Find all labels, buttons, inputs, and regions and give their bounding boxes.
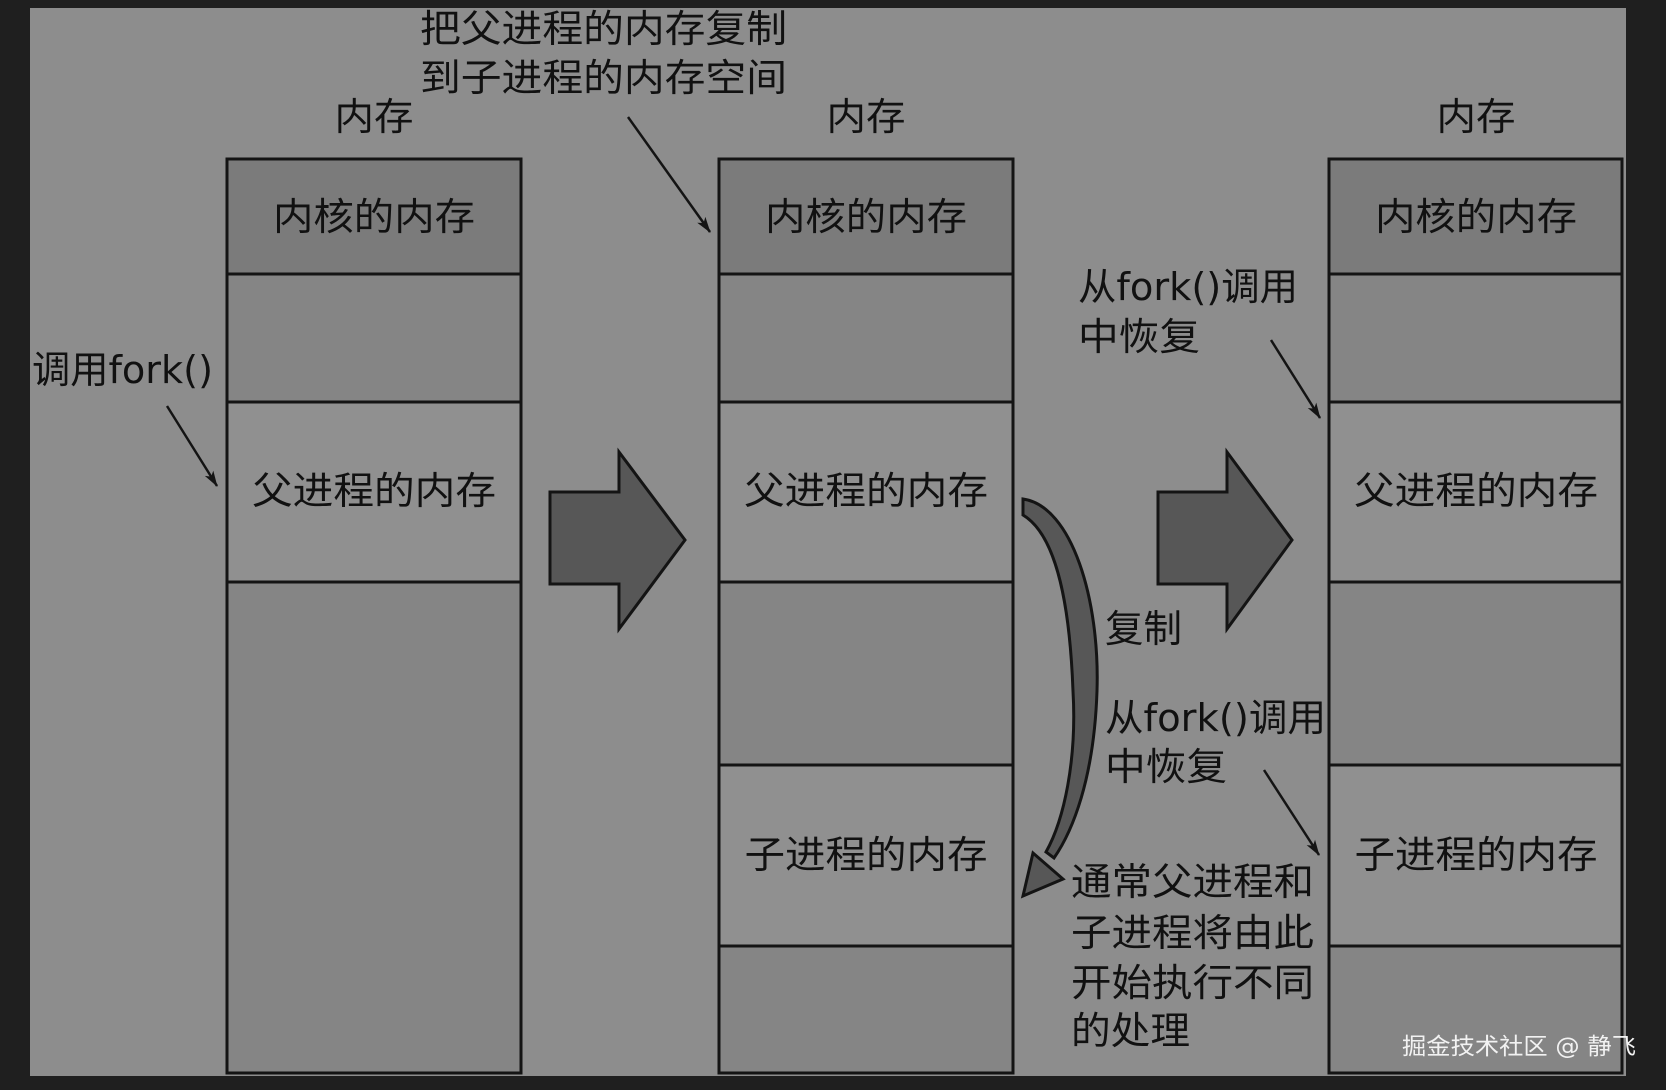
stage-arrow-2: [1156, 447, 1294, 634]
copy-curved-arrow: [1020, 497, 1099, 899]
parent-memory-box: [717, 400, 1015, 584]
diverge-note-line-4: 的处理: [1071, 1009, 1190, 1053]
parent-memory-label: 父进程的内存: [744, 469, 988, 513]
copy-curve-body: [1021, 497, 1099, 861]
watermark: 掘金技术社区 @ 静飞: [1402, 1034, 1636, 1060]
memory-header: 内存: [335, 95, 414, 139]
diverge-note-line-1: 通常父进程和: [1071, 860, 1314, 904]
empty-memory-region: [225, 272, 523, 404]
empty-memory-region: [225, 580, 523, 1075]
empty-memory-region: [717, 944, 1015, 1075]
copy-note-pointer: [626, 116, 712, 233]
stage-arrow-1: [548, 447, 687, 634]
empty-memory-region: [1327, 272, 1624, 404]
parent-memory-box: [1327, 400, 1624, 584]
parent-memory-label: 父进程的内存: [1354, 469, 1598, 513]
kernel-memory-box: [717, 157, 1015, 276]
call-fork-pointer: [165, 405, 219, 487]
empty-memory-region: [717, 272, 1015, 404]
child-memory-label: 子进程的内存: [1355, 833, 1598, 877]
diverge-note-line-2: 子进程将由此: [1071, 911, 1314, 955]
resume-parent-pointer: [1269, 339, 1322, 419]
resume-child-pointer: [1262, 769, 1321, 856]
call-fork-label: 调用fork(): [32, 348, 213, 392]
empty-memory-region: [717, 580, 1015, 767]
diverge-note-line-3: 开始执行不同: [1071, 961, 1314, 1005]
kernel-memory-box: [1327, 157, 1624, 276]
kernel-memory-label: 内核的内存: [1375, 195, 1577, 239]
copy-note-line-2: 到子进程的内存空间: [420, 56, 787, 100]
copy-curve-head: [1020, 850, 1066, 899]
memory-column-copied: 内存 内核的内存 父进程的内存 子进程的内存: [717, 95, 1015, 1075]
memory-header: 内存: [827, 95, 906, 139]
parent-memory-box: [225, 400, 523, 584]
copy-note-line-1: 把父进程的内存复制: [420, 7, 787, 51]
parent-memory-label: 父进程的内存: [252, 469, 496, 513]
resume-parent-line-2: 中恢复: [1078, 315, 1200, 359]
child-memory-box: [1327, 763, 1624, 948]
child-memory-box: [717, 763, 1015, 948]
memory-column-before: 内存 内核的内存 父进程的内存: [225, 95, 523, 1075]
empty-memory-region: [1327, 944, 1624, 1075]
resume-child-line-1: 从fork()调用: [1105, 696, 1326, 740]
kernel-memory-label: 内核的内存: [273, 195, 475, 239]
child-memory-label: 子进程的内存: [745, 833, 988, 877]
resume-parent-line-1: 从fork()调用: [1078, 265, 1298, 309]
empty-memory-region: [1327, 580, 1624, 767]
resume-child-line-2: 中恢复: [1105, 745, 1227, 789]
kernel-memory-label: 内核的内存: [765, 195, 967, 239]
memory-header: 内存: [1437, 95, 1516, 139]
memory-column-after: 内存 内核的内存 父进程的内存 子进程的内存: [1327, 95, 1624, 1075]
copy-label: 复制: [1105, 607, 1182, 651]
